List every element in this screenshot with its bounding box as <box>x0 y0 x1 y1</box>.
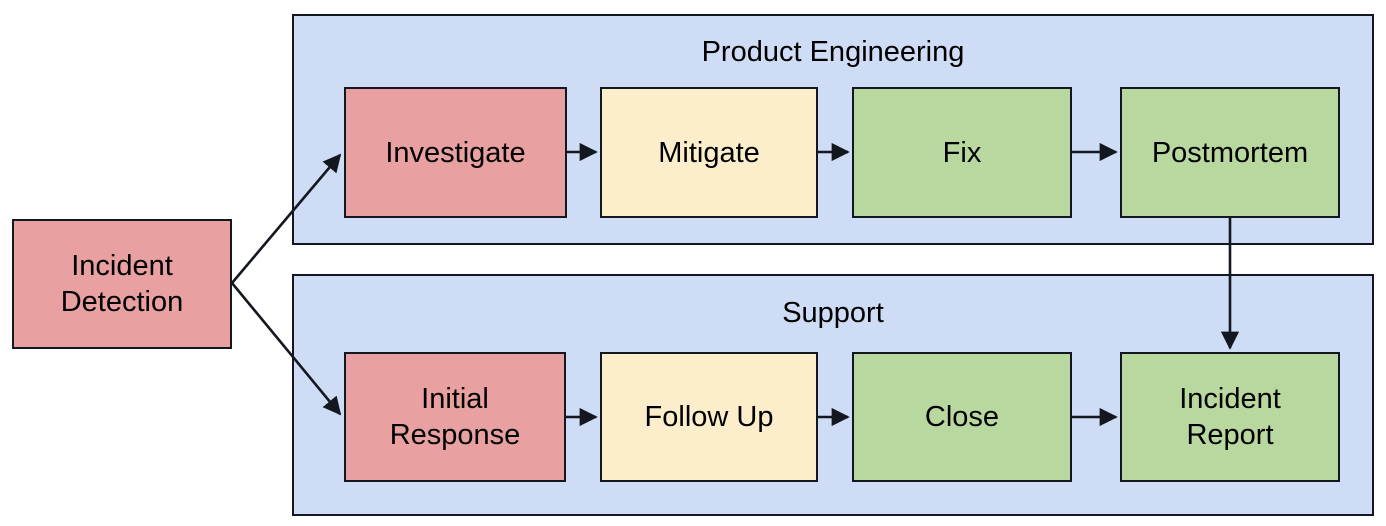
node-incident-detection-label: Incident Detection <box>60 250 184 318</box>
node-incident-report[interactable]: Incident Report <box>1120 352 1340 482</box>
node-investigate[interactable]: Investigate <box>344 87 567 218</box>
node-initial-response[interactable]: Initial Response <box>344 352 566 482</box>
node-initial-response-label: Initial Response <box>389 383 521 451</box>
node-fix-label: Fix <box>942 136 982 169</box>
node-follow-up[interactable]: Follow Up <box>600 352 818 482</box>
node-investigate-label: Investigate <box>385 136 526 169</box>
node-close-label: Close <box>924 401 1000 433</box>
node-incident-report-label: Incident Report <box>1179 383 1281 451</box>
node-postmortem-label: Postmortem <box>1151 136 1309 169</box>
node-mitigate[interactable]: Mitigate <box>600 87 818 218</box>
node-fix[interactable]: Fix <box>852 87 1072 218</box>
node-incident-detection[interactable]: Incident Detection <box>12 219 232 349</box>
node-postmortem[interactable]: Postmortem <box>1120 87 1340 218</box>
group-product-engineering-label: Product Engineering <box>701 36 965 68</box>
node-close[interactable]: Close <box>852 352 1072 482</box>
node-follow-up-label: Follow Up <box>644 401 774 433</box>
group-support-label: Support <box>782 297 884 329</box>
node-mitigate-label: Mitigate <box>658 136 760 169</box>
